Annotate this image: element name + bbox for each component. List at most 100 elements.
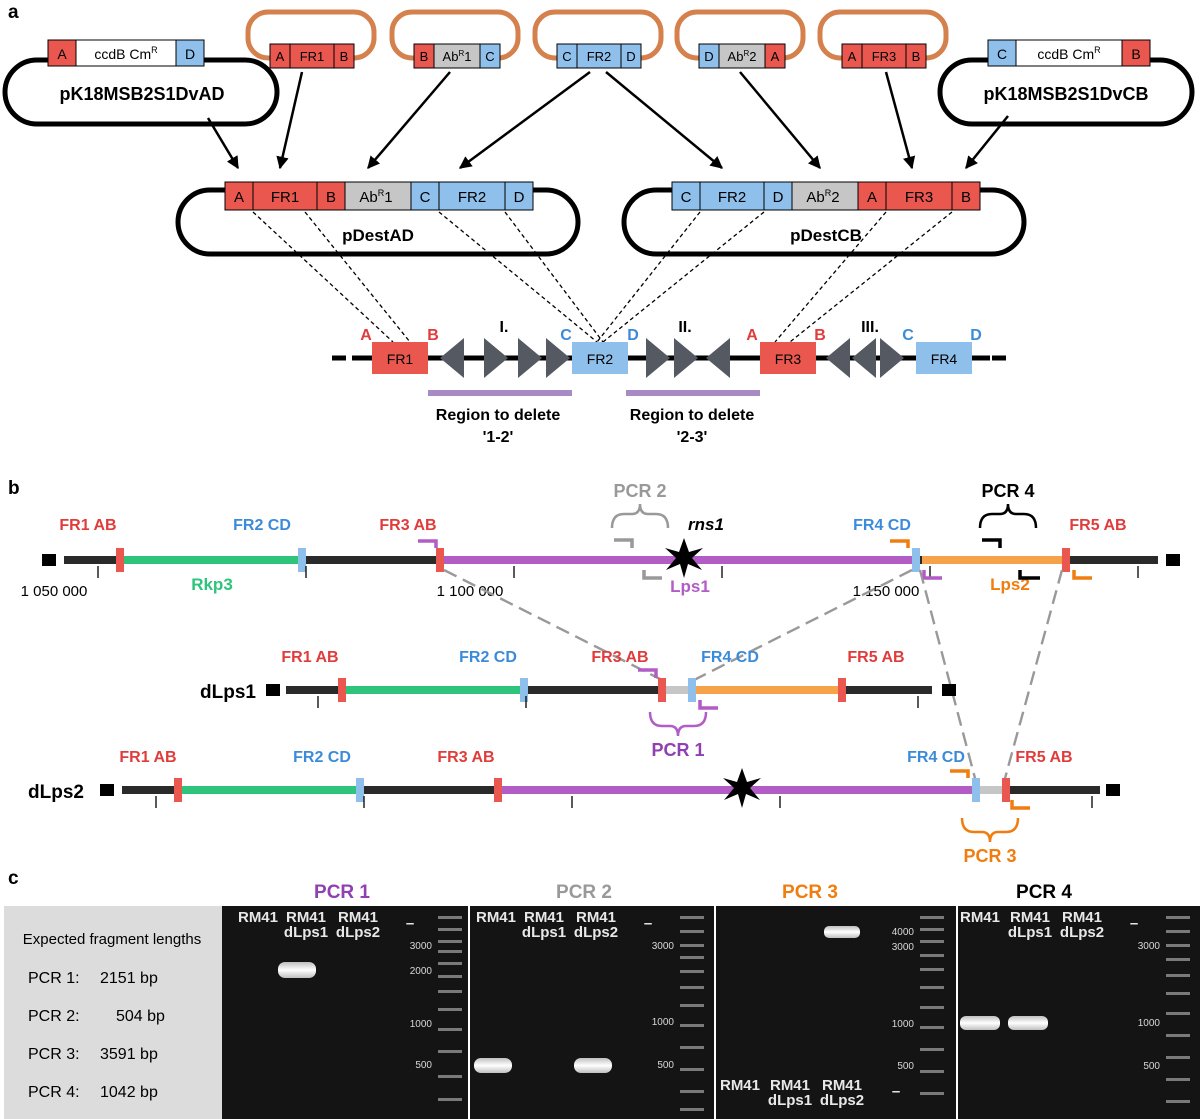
svg-text:500: 500 <box>897 1061 914 1072</box>
coord-label: 1 100 000 <box>437 583 504 600</box>
band-pcr2-dlps2 <box>574 1058 612 1073</box>
svg-text:PCR 2:: PCR 2: <box>28 1008 80 1025</box>
band-pcr4-dlps1 <box>1008 1016 1048 1030</box>
module-label: FR3 <box>872 49 897 64</box>
svg-text:1042 bp: 1042 bp <box>100 1084 158 1101</box>
dlps2-map: dLps2 FR1 AB FR2 CD FR3 AB FR4 CD FR5 AB <box>28 749 1120 866</box>
svg-text:FR4 CD: FR4 CD <box>853 517 911 534</box>
band-pcr4-rm41 <box>960 1016 1000 1030</box>
module-abr2: D AbR2 A <box>698 43 786 69</box>
svg-text:A: A <box>360 327 372 344</box>
svg-text:FR5 AB: FR5 AB <box>1015 749 1072 766</box>
gel-bands <box>278 926 1048 1073</box>
vector-name: pK18MSB2S1DvAD <box>59 84 224 104</box>
svg-text:dLps2: dLps2 <box>820 1092 864 1109</box>
svg-text:500: 500 <box>657 1060 674 1071</box>
site-label: C <box>562 49 571 64</box>
svg-text:dLps2: dLps2 <box>1060 924 1104 941</box>
fr-marker <box>912 548 920 572</box>
svg-text:FR3 AB: FR3 AB <box>437 749 494 766</box>
genome-fr2 <box>572 342 628 374</box>
link-lines <box>443 568 1064 783</box>
svg-text:dLps1: dLps1 <box>768 1092 812 1109</box>
cassette-box <box>75 39 177 67</box>
ladder <box>680 916 704 1111</box>
gel-title: PCR 3 <box>782 882 838 903</box>
site-label: D <box>626 49 635 64</box>
gene-arrow-left <box>852 338 876 378</box>
primer-forward-icon <box>418 539 438 548</box>
svg-text:RM41: RM41 <box>770 1077 810 1094</box>
svg-text:FR3 AB: FR3 AB <box>591 649 648 666</box>
svg-text:RM41: RM41 <box>338 909 378 926</box>
gene-arrow-right <box>484 338 508 378</box>
site-label: A <box>771 49 780 64</box>
svg-text:RM41: RM41 <box>476 909 516 926</box>
svg-text:FR4 CD: FR4 CD <box>701 649 759 666</box>
svg-text:FR2 CD: FR2 CD <box>459 649 517 666</box>
svg-text:FR1 AB: FR1 AB <box>119 749 176 766</box>
svg-text:–: – <box>892 1083 900 1100</box>
svg-text:RM41: RM41 <box>524 909 564 926</box>
primer-reverse-icon <box>1018 570 1040 580</box>
part-label: AbR2 <box>806 188 839 206</box>
dlps2-fr-labels: FR1 AB FR2 CD FR3 AB FR4 CD FR5 AB <box>119 749 1072 766</box>
primer-reverse-icon <box>698 700 718 710</box>
svg-text:3000: 3000 <box>410 941 433 952</box>
genome-map: FR1 FR2 FR3 FR4 A B C D <box>332 319 1008 446</box>
pcr1-bracket <box>648 711 708 737</box>
svg-text:2151 bp: 2151 bp <box>100 970 158 987</box>
svg-text:–: – <box>644 915 652 932</box>
svg-text:PCR 1:: PCR 1: <box>28 970 80 987</box>
svg-text:4000: 4000 <box>892 927 915 938</box>
svg-text:FR2 CD: FR2 CD <box>233 517 291 534</box>
arrow <box>739 71 821 169</box>
gene-arrow-right <box>518 338 542 378</box>
part-label: FR2 <box>458 189 486 206</box>
part-label: FR2 <box>718 189 746 206</box>
gel-image <box>222 906 468 1119</box>
site-label: A <box>848 49 857 64</box>
panel-label-b: b <box>8 478 20 499</box>
part-label: B <box>961 189 971 206</box>
delete-label: '2-3' <box>677 429 708 446</box>
band-pcr3-dlps2 <box>824 926 860 938</box>
module-label: AbR1 <box>443 49 472 64</box>
part-label: C <box>681 189 692 206</box>
module-fr3: A FR3 B <box>841 43 927 69</box>
rns1-star-icon <box>723 768 761 808</box>
vector-right: C ccdB CmR B pK18MSB2S1DvCB <box>937 39 1195 127</box>
pcr4-label: PCR 4 <box>981 481 1034 501</box>
arrow <box>206 117 240 170</box>
caption-title: Expected fragment lengths <box>23 931 201 948</box>
dest-ad: A FR1 B AbR1 C FR2 D pDestAD <box>175 181 581 257</box>
caption-box <box>4 906 222 1119</box>
part-label: FR1 <box>271 189 299 206</box>
primer-forward-icon <box>890 539 910 548</box>
site-box <box>1121 39 1151 67</box>
dest-cb: C FR2 D AbR2 A FR3 B pDestCB <box>621 181 1027 257</box>
dest-name: pDestCB <box>790 226 862 245</box>
svg-text:1000: 1000 <box>652 1017 675 1028</box>
gene-arrow-right <box>546 338 570 378</box>
pcr2-label: PCR 2 <box>613 481 666 501</box>
primer-forward-icon <box>982 538 1002 548</box>
svg-text:–: – <box>1130 915 1138 932</box>
panel-label-a: a <box>8 2 19 23</box>
panel-a: a A ccdB CmR D pK18MSB2S1DvAD C ccdB CmR… <box>2 2 1195 446</box>
cassette-label: ccdB CmR <box>94 45 158 62</box>
gene-arrow-left <box>826 338 850 378</box>
band-pcr2-rm41 <box>474 1058 512 1073</box>
pcr2-bracket <box>610 503 670 529</box>
pcr1-label: PCR 1 <box>651 740 704 760</box>
svg-text:RM41: RM41 <box>1010 909 1050 926</box>
wt-fr-labels: FR1 AB FR2 CD FR3 AB FR4 CD FR5 AB <box>59 517 1126 534</box>
genome-label: FR4 <box>931 351 958 367</box>
ladder <box>1166 916 1190 1103</box>
svg-text:D: D <box>627 327 639 344</box>
site-label: A <box>57 46 67 62</box>
gel-image <box>470 906 714 1119</box>
genome-fr4 <box>916 342 972 374</box>
dlps1-backbone <box>286 686 932 694</box>
primer-reverse-icon <box>922 570 942 580</box>
